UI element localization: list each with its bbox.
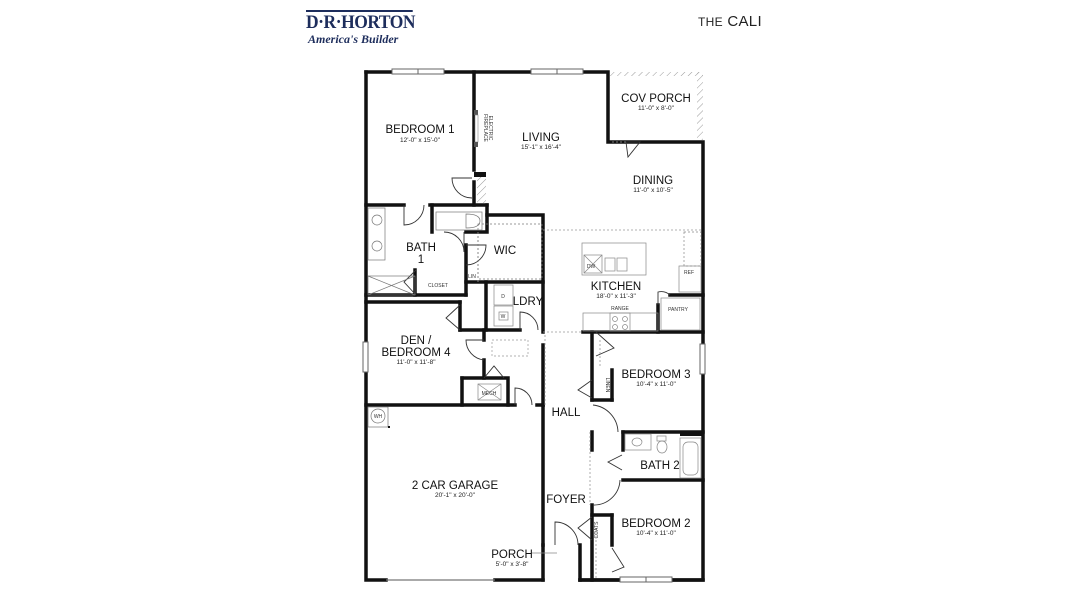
plan-title-name: CALI <box>727 13 762 30</box>
room-garage: 2 CAR GARAGE 20'-1" x 20'-0" <box>412 480 499 499</box>
svg-text:20'-1" x 20'-0": 20'-1" x 20'-0" <box>435 492 476 499</box>
svg-text:HALL: HALL <box>552 407 581 419</box>
room-ldry: LDRY <box>513 296 544 308</box>
linen-door-icon <box>595 331 615 357</box>
svg-text:5'-0" x 3'-8": 5'-0" x 3'-8" <box>496 561 529 568</box>
plan-title-prefix: THE <box>698 15 723 29</box>
windows <box>362 68 706 583</box>
room-den-bedroom-4: DEN / BEDROOM 4 11'-0" x 11'-8" <box>381 335 451 366</box>
porch-door-icon <box>625 141 641 159</box>
room-living: LIVING 15'-1" x 16'-4" <box>521 132 562 151</box>
svg-text:DINING: DINING <box>633 175 673 187</box>
toilet-door-icon <box>443 231 465 253</box>
pantry-label: PANTRY <box>668 307 688 313</box>
svg-text:PORCH: PORCH <box>491 549 533 561</box>
room-bedroom-2: BEDROOM 2 10'-4" x 11'-0" <box>621 518 690 537</box>
cov-porch-hatch <box>608 72 703 140</box>
room-bath-2: BATH 2 <box>640 460 679 472</box>
room-wic: WIC <box>494 245 516 257</box>
dryer-label: D <box>501 294 505 300</box>
linen-label: LINEN <box>604 378 610 393</box>
doors <box>403 141 671 573</box>
svg-text:11'-0" x 11'-8": 11'-0" x 11'-8" <box>396 359 436 366</box>
mech-icon <box>477 383 502 401</box>
svg-text:DEN /: DEN / <box>401 335 432 347</box>
bath2-fixtures <box>624 433 702 479</box>
svg-text:1: 1 <box>418 254 424 266</box>
svg-text:12'-0" x 15'-0": 12'-0" x 15'-0" <box>400 137 441 144</box>
water-heater-icon <box>367 406 389 428</box>
svg-text:COV PORCH: COV PORCH <box>621 93 691 105</box>
room-bath-1: BATH 1 <box>406 242 436 266</box>
wh-label: WH <box>374 414 383 420</box>
den-door-icon <box>465 339 485 361</box>
bedroom1-door-icon <box>451 177 473 199</box>
ldry-door-icon <box>519 311 539 331</box>
room-cov-porch: COV PORCH 11'-0" x 8'-0" <box>621 93 691 112</box>
svg-text:11'-0" x 10'-5": 11'-0" x 10'-5" <box>633 187 673 194</box>
mech-door-icon <box>483 365 505 379</box>
bedroom2-door-icon <box>611 547 625 573</box>
closet-door-icon <box>403 269 417 296</box>
svg-text:10'-4" x 11'-0": 10'-4" x 11'-0" <box>636 530 676 537</box>
bedroom2-hall-door-icon <box>592 479 621 506</box>
room-dining: DINING 11'-0" x 10'-5" <box>633 175 674 194</box>
room-kitchen: KITCHEN 18'-0" x 11'-3" <box>591 281 641 300</box>
plan-title: THE CALI <box>698 13 762 30</box>
svg-text:LIVING: LIVING <box>522 132 560 144</box>
svg-text:2 CAR GARAGE: 2 CAR GARAGE <box>412 480 499 492</box>
linen2-door-icon <box>577 379 593 399</box>
bedroom3-door-icon <box>592 404 619 433</box>
svg-text:18'-0" x 11'-3": 18'-0" x 11'-3" <box>596 293 636 300</box>
kitchen-fixtures <box>581 231 702 332</box>
svg-text:BEDROOM 3: BEDROOM 3 <box>621 369 690 381</box>
dw-label: DW <box>587 264 596 270</box>
garage-entry-door-icon <box>514 387 533 406</box>
svg-text:BATH 2: BATH 2 <box>640 460 679 472</box>
svg-text:ELECTRIC: ELECTRIC <box>487 116 493 141</box>
room-bedroom-3: BEDROOM 3 10'-4" x 11'-0" <box>621 369 690 388</box>
ref-label: REF <box>684 270 694 276</box>
svg-text:11'-0" x 8'-0": 11'-0" x 8'-0" <box>638 105 675 112</box>
svg-text:KITCHEN: KITCHEN <box>591 281 641 293</box>
svg-text:BEDROOM 4: BEDROOM 4 <box>381 347 451 359</box>
svg-text:FIREPLACE: FIREPLACE <box>482 114 488 142</box>
range-label: RANGE <box>611 306 629 312</box>
washer-label: W <box>501 314 506 320</box>
walls <box>364 70 705 582</box>
lin-label: LIN <box>468 274 476 280</box>
wic-door-icon <box>465 244 487 266</box>
den-hall-door-icon <box>445 304 461 331</box>
logo-tagline: America's Builder <box>308 32 399 46</box>
svg-text:BEDROOM 1: BEDROOM 1 <box>385 124 454 136</box>
front-door-icon <box>554 521 579 546</box>
room-porch: PORCH 5'-0" x 3'-8" <box>491 549 533 568</box>
svg-text:FOYER: FOYER <box>546 494 586 506</box>
svg-text:15'-1" x 16'-4": 15'-1" x 16'-4" <box>521 144 562 151</box>
laundry-fixtures <box>493 284 514 327</box>
svg-text:10'-4" x 11'-0": 10'-4" x 11'-0" <box>636 381 676 388</box>
room-labels: BEDROOM 1 12'-0" x 15'-0" LIVING 15'-1" … <box>381 93 690 568</box>
pantry-door-icon <box>657 291 671 305</box>
room-hall: HALL <box>552 407 581 419</box>
coats-label: COATS <box>594 521 600 539</box>
bath1-fixtures <box>367 207 543 296</box>
drhorton-logo: D·R·HORTON America's Builder <box>306 10 422 46</box>
svg-text:BATH: BATH <box>406 242 436 254</box>
logo-wordmark: D·R·HORTON <box>306 10 416 33</box>
coats-door-icon <box>577 516 593 541</box>
closet-label: CLOSET <box>428 283 448 289</box>
room-bedroom-1: BEDROOM 1 12'-0" x 15'-0" <box>385 124 454 144</box>
svg-text:WIC: WIC <box>494 245 516 257</box>
svg-text:BEDROOM 2: BEDROOM 2 <box>621 518 690 530</box>
bath2-door-icon <box>607 454 623 471</box>
bath1-door-icon <box>403 204 425 226</box>
mech-label: MECH <box>482 391 497 397</box>
room-foyer: FOYER <box>546 494 586 506</box>
svg-text:LDRY: LDRY <box>513 296 544 308</box>
electric-fireplace-icon: ELECTRIC FIREPLACE <box>474 110 493 203</box>
